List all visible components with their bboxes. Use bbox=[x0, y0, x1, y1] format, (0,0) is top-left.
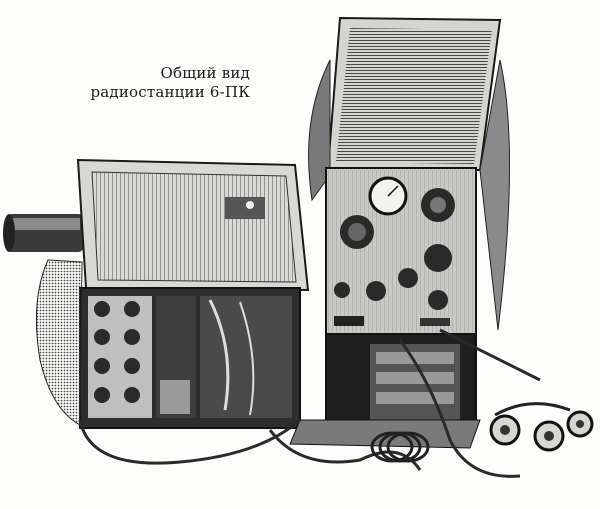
photo-caption: Общий вид радиостанции 6-ПК bbox=[60, 64, 250, 102]
caption-line-1: Общий вид bbox=[160, 64, 250, 82]
cable-icon bbox=[78, 328, 541, 478]
right-unit-lid bbox=[308, 16, 511, 331]
left-box-body bbox=[79, 287, 301, 429]
caption-line-2: радиостанции 6-ПК bbox=[90, 83, 250, 101]
left-box-lid bbox=[76, 158, 310, 292]
right-unit-lower bbox=[325, 333, 477, 429]
knob-icon bbox=[334, 188, 455, 310]
cylinder-tube bbox=[3, 214, 84, 252]
headphones-icon bbox=[489, 402, 594, 452]
dial-icon bbox=[368, 176, 408, 216]
coiled-cable bbox=[370, 431, 430, 463]
right-unit-panel bbox=[325, 167, 477, 335]
fabric-cover-left bbox=[35, 259, 83, 426]
